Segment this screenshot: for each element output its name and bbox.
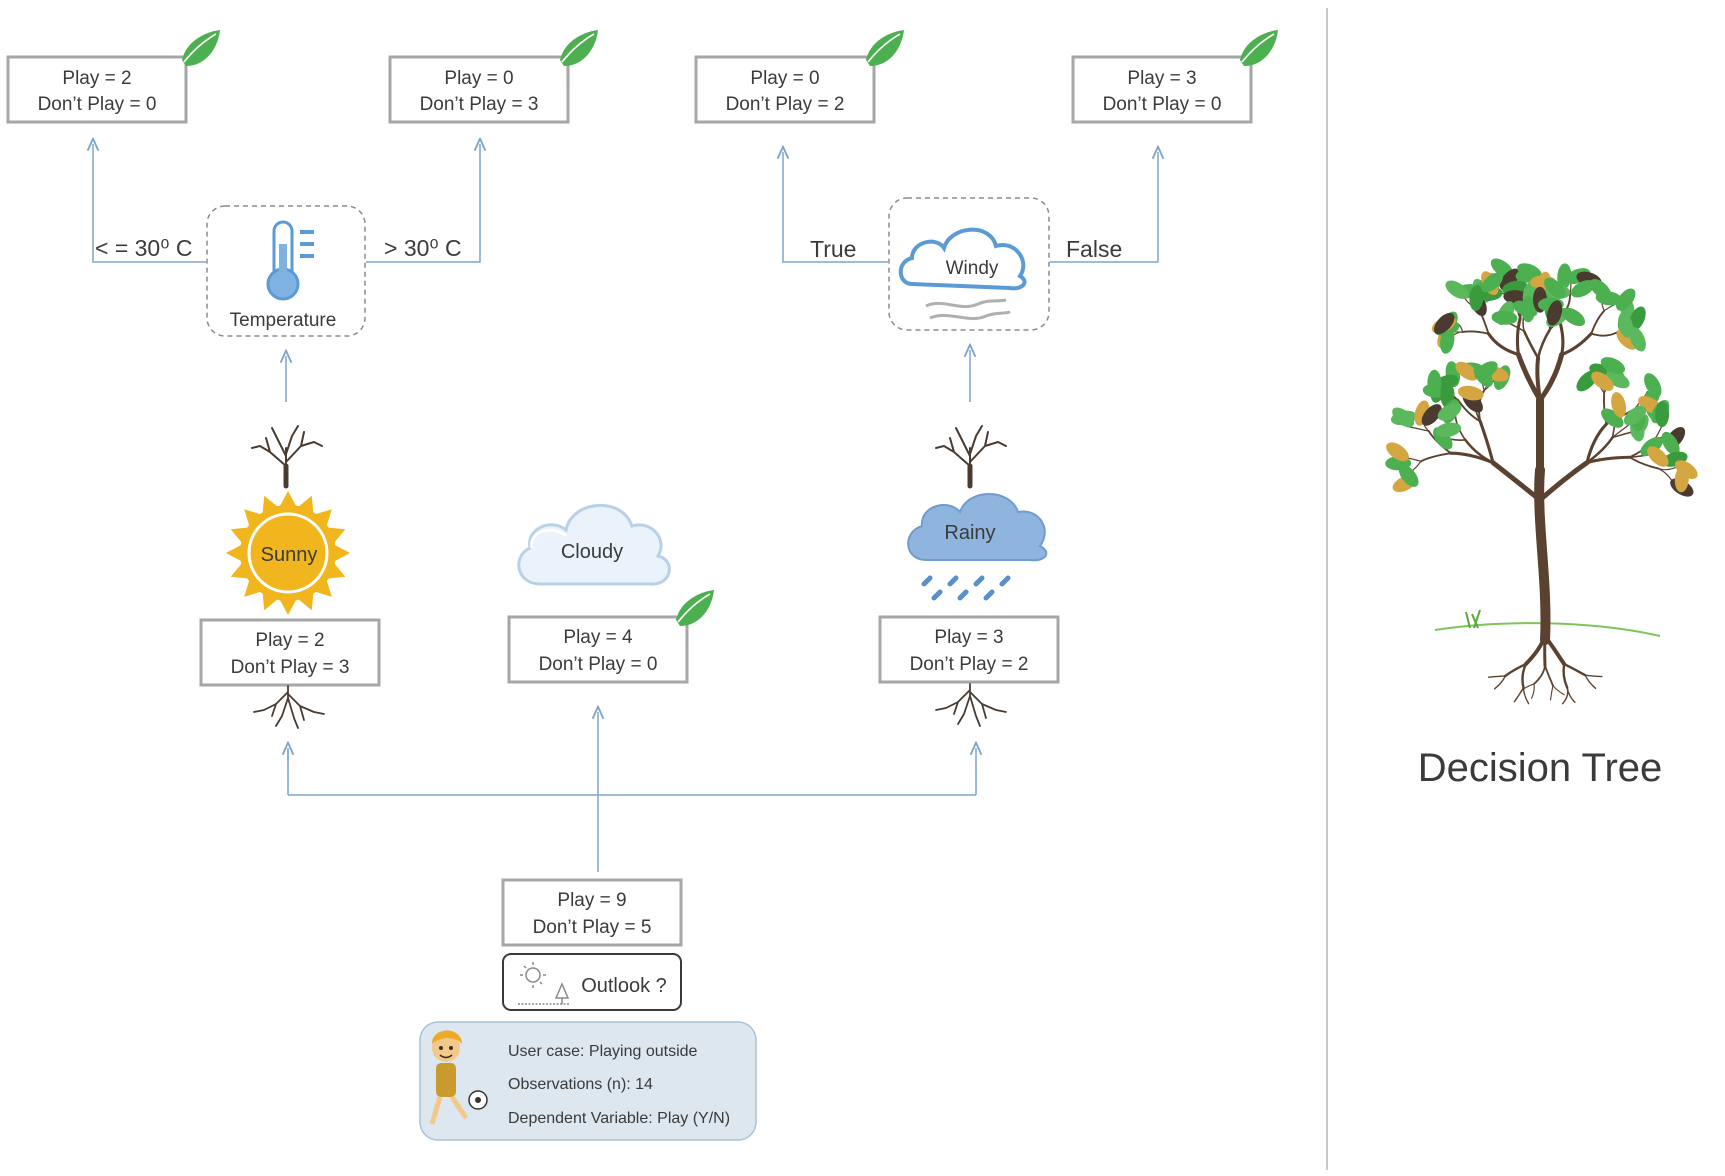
- cloud-icon: [898, 227, 1027, 291]
- cloudy-node: Cloudy Play = 4 Don’t Play = 0: [507, 503, 715, 684]
- windy-true-leaf-dont: Don’t Play = 2: [726, 94, 845, 115]
- windy-false-branch-label: False: [1066, 236, 1122, 262]
- windy-false-leaf-node: Play = 3 Don’t Play = 0: [1071, 29, 1279, 124]
- weather-small-icon: [518, 962, 570, 1005]
- root-dont: Don’t Play = 5: [533, 917, 652, 938]
- windy-true-leaf-node: Play = 0 Don’t Play = 2: [694, 29, 905, 124]
- rainy-node: Rainy Play = 3 Don’t Play = 2: [878, 493, 1060, 727]
- leaf-icon: [865, 29, 905, 67]
- temp-right-leaf-dont: Don’t Play = 3: [420, 94, 539, 115]
- user-case-panel: User case: Playing outside Observations …: [419, 1021, 757, 1141]
- dependent-variable-text: Dependent Variable: Play (Y/N): [508, 1110, 730, 1127]
- leaf-icon: [559, 29, 599, 67]
- bare-tree-icon: [252, 426, 322, 486]
- rainy-dont: Don’t Play = 2: [910, 654, 1029, 675]
- sunny-node: Sunny Play = 2 Don’t Play = 3: [199, 491, 381, 729]
- windy-true-leaf-play: Play = 0: [750, 68, 819, 89]
- connectors: [93, 144, 1158, 872]
- windy-label: Windy: [946, 258, 999, 279]
- sunny-play: Play = 2: [255, 630, 324, 651]
- rain-drops-icon: [921, 575, 1011, 601]
- cloudy-dont: Don’t Play = 0: [539, 654, 658, 675]
- cloudy-play: Play = 4: [563, 627, 633, 648]
- leaf-icon: [675, 589, 715, 627]
- user-case-text: User case: Playing outside: [508, 1043, 698, 1060]
- windy-node: Windy: [888, 197, 1050, 331]
- decision-tree-illustration: [1385, 258, 1698, 705]
- temp-left-leaf-dont: Don’t Play = 0: [38, 94, 157, 115]
- cloudy-label: Cloudy: [561, 541, 623, 563]
- outlook-question-label: Outlook ?: [581, 975, 667, 997]
- observations-text: Observations (n): 14: [508, 1076, 653, 1093]
- sunny-dont: Don’t Play = 3: [231, 657, 350, 678]
- temperature-label: Temperature: [230, 310, 337, 331]
- windy-true-branch-label: True: [810, 236, 856, 262]
- boy-football-icon: [429, 1030, 488, 1125]
- rainy-play: Play = 3: [934, 627, 1003, 648]
- cloud-icon: [517, 503, 671, 586]
- leaf-icon: [1239, 29, 1279, 67]
- wind-icon: [925, 298, 1011, 321]
- windy-false-leaf-play: Play = 3: [1127, 68, 1196, 89]
- sunny-label: Sunny: [261, 544, 318, 566]
- thermometer-icon: [266, 220, 314, 301]
- temp-right-leaf-node: Play = 0 Don’t Play = 3: [388, 29, 599, 124]
- windy-false-leaf-dont: Don’t Play = 0: [1103, 94, 1222, 115]
- leaf-icon: [181, 29, 221, 67]
- rainy-label: Rainy: [944, 522, 995, 544]
- roots-icon: [253, 685, 325, 729]
- sun-icon: [226, 491, 350, 615]
- roots-icon: [935, 683, 1007, 727]
- root-play: Play = 9: [557, 890, 626, 911]
- temp-left-leaf-play: Play = 2: [62, 68, 131, 89]
- outlook-question-node: Outlook ?: [502, 953, 682, 1011]
- temp-right-leaf-play: Play = 0: [444, 68, 513, 89]
- bare-tree-icon: [936, 426, 1006, 486]
- temp-right-branch-label: > 30⁰ C: [384, 235, 462, 261]
- root-node: Play = 9 Don’t Play = 5: [501, 878, 683, 947]
- temp-left-branch-label: < = 30⁰ C: [95, 235, 192, 261]
- rain-cloud-icon: [907, 493, 1048, 601]
- temperature-node: Temperature: [206, 205, 366, 337]
- temp-left-leaf-node: Play = 2 Don’t Play = 0: [6, 29, 221, 124]
- page-title: Decision Tree: [1418, 746, 1663, 790]
